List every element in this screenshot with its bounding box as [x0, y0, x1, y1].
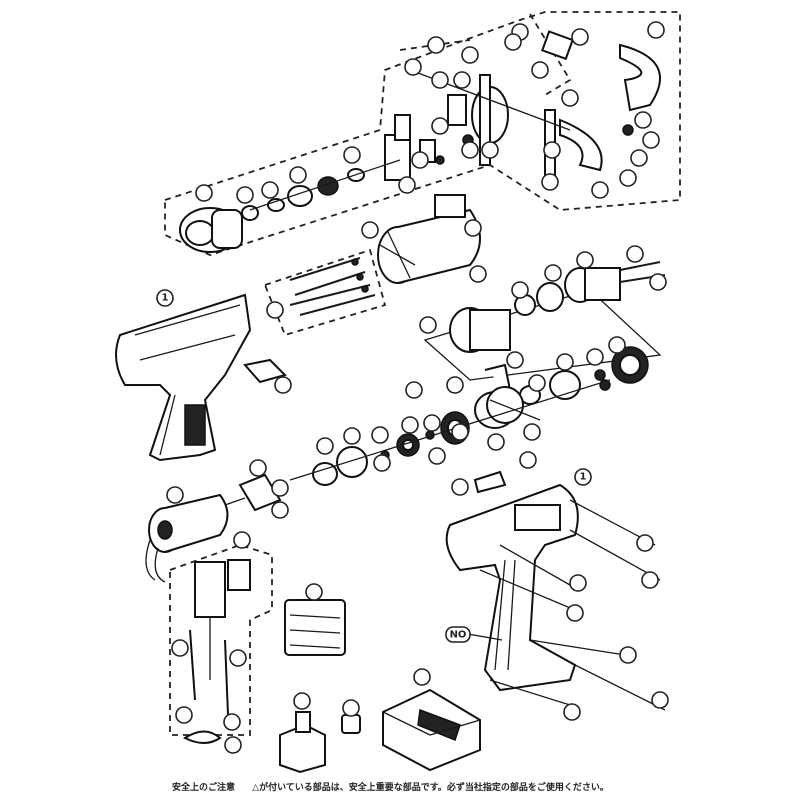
housing-right: [445, 483, 666, 711]
battery-cap: [341, 714, 361, 734]
callout-housing-left: 1: [156, 289, 174, 307]
carrying-case: [284, 599, 346, 656]
planetary-gears: [289, 346, 649, 494]
svg-text:NO: NO: [450, 630, 467, 641]
svg-text:1: 1: [580, 472, 587, 483]
switch-lever: [243, 358, 287, 384]
switch-assembly: [169, 544, 273, 744]
callout-housing-right: 1: [574, 468, 592, 486]
fan-assembly: [423, 261, 666, 381]
callout-nameplate: NO: [445, 626, 471, 643]
illegible-callouts: [166, 21, 669, 754]
safety-notice-title: 安全上のご注意: [172, 783, 236, 793]
svg-text:1: 1: [162, 293, 169, 304]
screw-set: [263, 248, 387, 337]
motor: [145, 473, 282, 583]
charger: [382, 688, 481, 772]
chuck-gear-assembly: [179, 30, 661, 253]
clutch-cover: [377, 194, 481, 284]
safety-notice: 安全上のご注意 △が付いている部品は、安全上重要な部品です。必ず当社指定の部品を…: [172, 780, 623, 793]
housing-left: [115, 293, 252, 462]
battery-pack: [279, 711, 326, 774]
safety-notice-text: △が付いている部品は、安全上重要な部品です。必ず当社指定の部品をご使用ください。: [252, 783, 609, 793]
